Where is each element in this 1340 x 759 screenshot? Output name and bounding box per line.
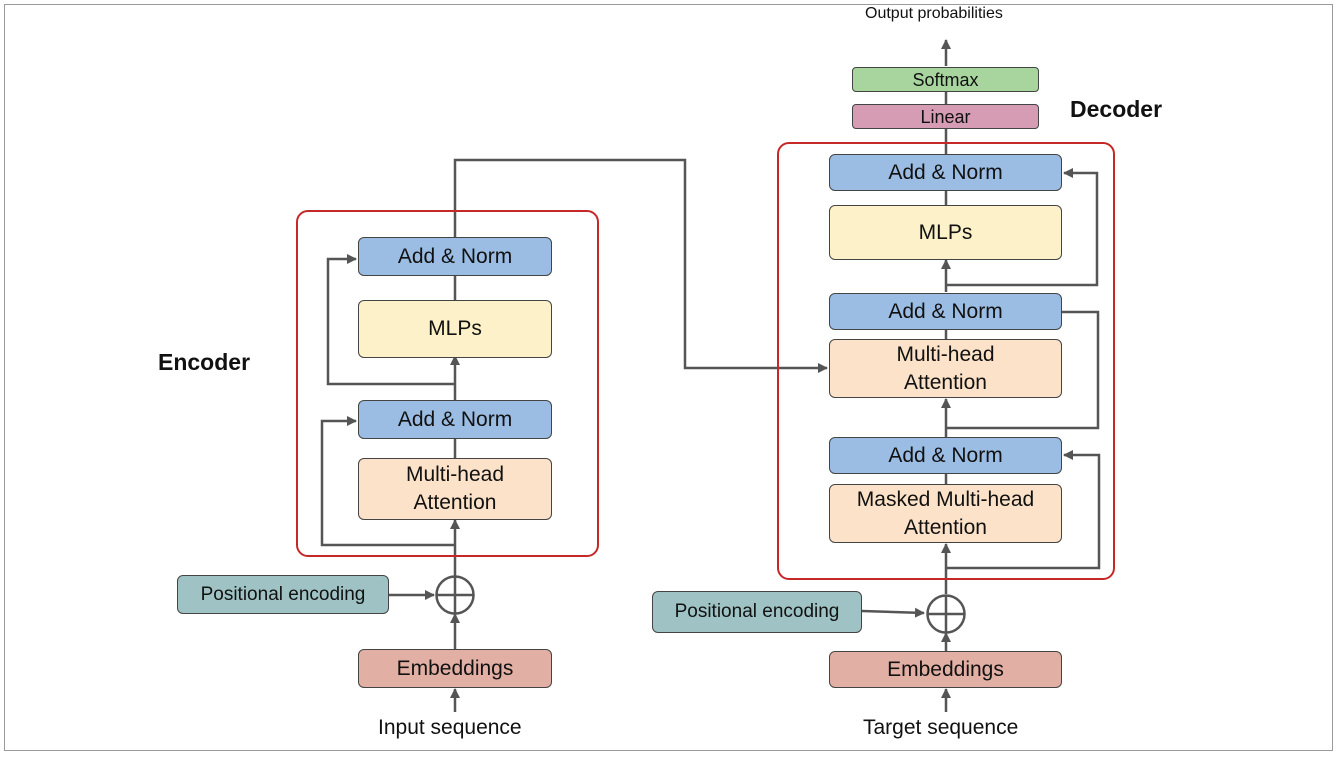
encoder-block bbox=[296, 210, 599, 557]
enc-residual-1-arrow bbox=[320, 416, 455, 547]
decoder-title: Decoder bbox=[1070, 96, 1163, 122]
decoder-cross-attention-line2: Attention bbox=[904, 370, 987, 394]
enc-residual-2-arrow bbox=[326, 254, 455, 386]
output-probabilities-label: Output probabilities bbox=[865, 5, 1003, 22]
encoder-attention-line2: Attention bbox=[413, 491, 497, 514]
encoder-add-norm-top: Add & Norm bbox=[358, 237, 552, 276]
enc-to-dec-memory-arrow bbox=[453, 158, 828, 373]
decoder-positional-encoding: Positional encoding bbox=[652, 591, 862, 633]
dec-residual-1-arrow bbox=[946, 450, 1101, 570]
encoder-attention-line1: Multi-head bbox=[405, 463, 505, 486]
decoder-mlps: MLPs bbox=[829, 205, 1062, 260]
encoder-embeddings: Embeddings bbox=[358, 649, 552, 688]
decoder-masked-attention-line2: Attention bbox=[904, 515, 987, 539]
encoder-multi-head-attention: Multi-head Attention bbox=[358, 458, 552, 520]
decoder-masked-attention-line1: Masked Multi-head bbox=[856, 487, 1035, 511]
dec-residual-2-line bbox=[946, 310, 1100, 430]
decoder-add-icon bbox=[926, 594, 966, 634]
encoder-mlps: MLPs bbox=[358, 300, 552, 358]
decoder-masked-attention: Masked Multi-head Attention bbox=[829, 484, 1062, 543]
encoder-title: Encoder bbox=[158, 349, 251, 375]
decoder-cross-attention: Multi-head Attention bbox=[829, 339, 1062, 398]
decoder-softmax: Softmax bbox=[852, 67, 1039, 92]
decoder-cross-attention-line1: Multi-head bbox=[896, 342, 995, 366]
decoder-add-norm-mid: Add & Norm bbox=[829, 293, 1062, 330]
decoder-add-norm-top: Add & Norm bbox=[829, 154, 1062, 191]
encoder-input-label: Input sequence bbox=[378, 716, 522, 739]
decoder-embeddings: Embeddings bbox=[829, 651, 1062, 688]
decoder-block bbox=[777, 142, 1115, 580]
decoder-add-norm-bottom: Add & Norm bbox=[829, 437, 1062, 474]
dec-residual-3-arrow bbox=[946, 168, 1099, 287]
encoder-add-icon bbox=[435, 575, 475, 615]
dec-posenc-to-plus-arrow bbox=[861, 607, 925, 618]
encoder-add-norm-bottom: Add & Norm bbox=[358, 400, 552, 439]
diagram-frame bbox=[4, 4, 1333, 751]
decoder-linear: Linear bbox=[852, 104, 1039, 129]
encoder-positional-encoding: Positional encoding bbox=[177, 575, 389, 614]
decoder-input-label: Target sequence bbox=[863, 716, 1019, 739]
